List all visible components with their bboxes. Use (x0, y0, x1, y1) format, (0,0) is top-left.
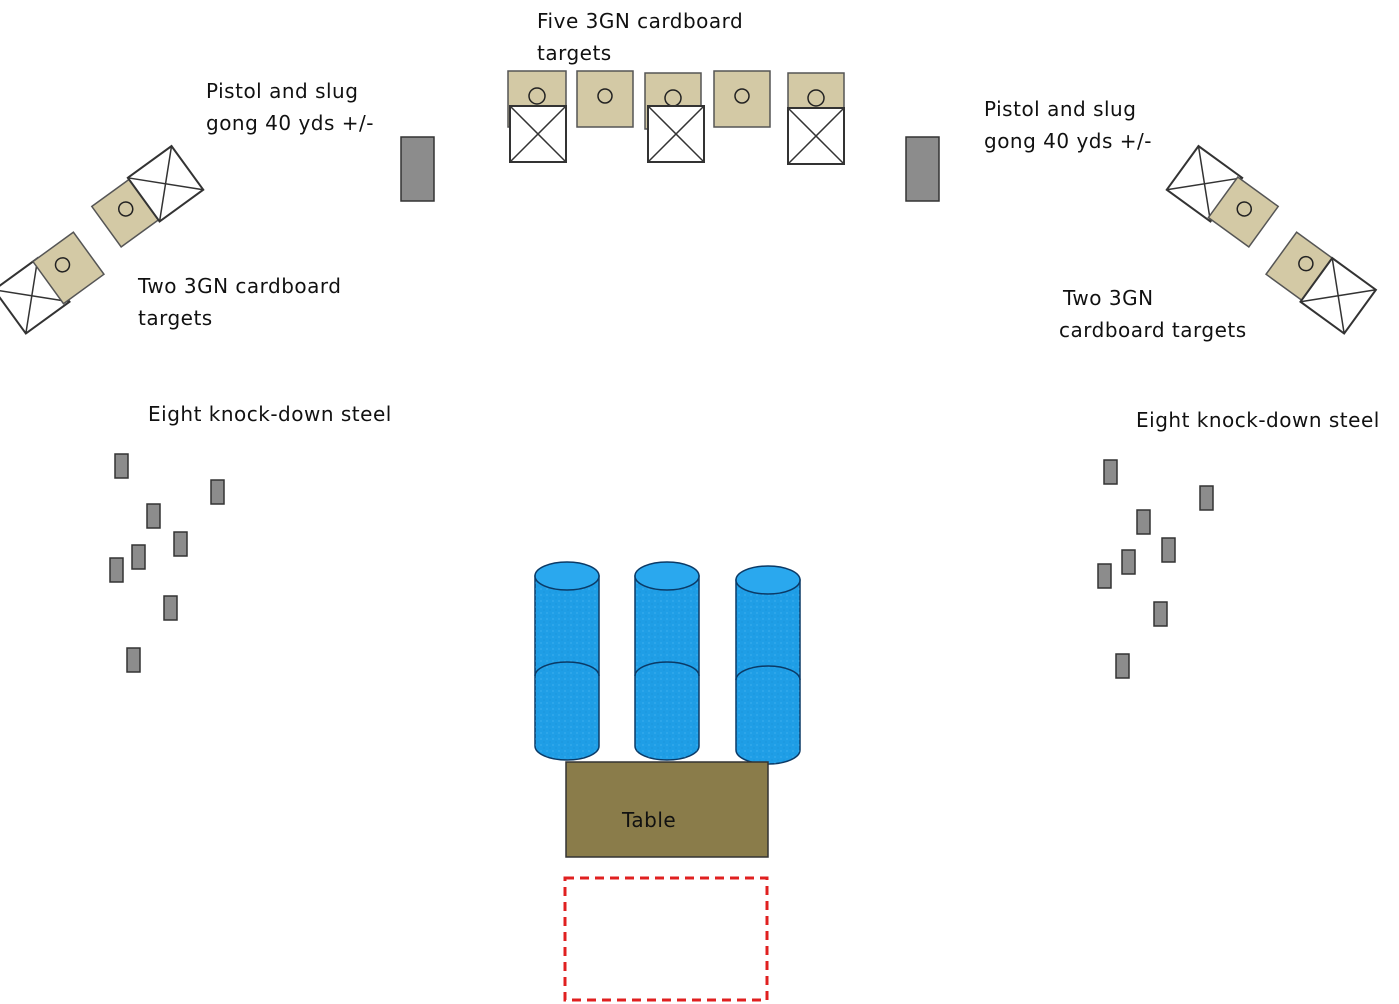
steel-plate (1103, 459, 1118, 485)
no-shoot-target (509, 105, 567, 163)
cardboard-target (1207, 176, 1280, 248)
barrel-group (534, 561, 801, 765)
label-gong-right: Pistol and slug gong 40 yds +/- (984, 93, 1152, 157)
cardboard-target (713, 70, 771, 128)
steel-plate (1153, 601, 1168, 627)
label-line: cardboard targets (1059, 318, 1247, 342)
label-line: Eight knock-down steel (148, 402, 392, 426)
steel-plate (109, 557, 124, 583)
table-label: Table (622, 808, 677, 832)
steel-plate (114, 453, 129, 479)
steel-plate (1121, 549, 1136, 575)
start-box (563, 876, 769, 1002)
label-five-targets: Five 3GN cardboard targets (537, 5, 743, 69)
left-steel-group (109, 453, 225, 673)
label-targets-right: Two 3GN cardboard targets (1059, 282, 1247, 346)
steel-plate (163, 595, 178, 621)
label-line: gong 40 yds +/- (206, 111, 374, 135)
label-line: Five 3GN cardboard (537, 9, 744, 33)
steel-plate (1161, 537, 1176, 563)
gong-right (905, 136, 940, 202)
no-shoot-target (1299, 256, 1378, 335)
no-shoot-target (647, 105, 705, 163)
left-target-group (0, 144, 205, 335)
label-line: targets (138, 306, 213, 330)
no-shoot-target (787, 107, 845, 165)
steel-plate (146, 503, 161, 529)
label-line: Pistol and slug (984, 97, 1137, 121)
label-line: Two 3GN (1063, 286, 1154, 310)
label-line: Eight knock-down steel (1136, 408, 1380, 432)
label-gong-left: Pistol and slug gong 40 yds +/- (206, 75, 374, 139)
label-line: Two 3GN cardboard (138, 274, 342, 298)
right-target-group (1165, 144, 1378, 335)
label-line: gong 40 yds +/- (984, 129, 1152, 153)
steel-plate (210, 479, 225, 505)
label-steel-right: Eight knock-down steel (1136, 404, 1380, 436)
barrel (534, 561, 600, 761)
steel-plate (1199, 485, 1214, 511)
steel-plate (173, 531, 188, 557)
steel-plate (131, 544, 146, 570)
top-target-group (507, 70, 845, 165)
label-steel-left: Eight knock-down steel (148, 398, 392, 430)
steel-plate (126, 647, 141, 673)
label-line: targets (537, 41, 612, 65)
no-shoot-target (126, 144, 205, 223)
label-targets-left: Two 3GN cardboard targets (138, 270, 341, 334)
barrel (634, 561, 700, 761)
right-steel-group (1097, 459, 1214, 679)
table (565, 761, 769, 858)
steel-plate (1136, 509, 1151, 535)
cardboard-target (576, 70, 634, 128)
gong-left (400, 136, 435, 202)
steel-plate (1097, 563, 1112, 589)
label-line: Pistol and slug (206, 79, 359, 103)
barrel (735, 565, 801, 765)
steel-plate (1115, 653, 1130, 679)
cardboard-target (31, 231, 106, 305)
